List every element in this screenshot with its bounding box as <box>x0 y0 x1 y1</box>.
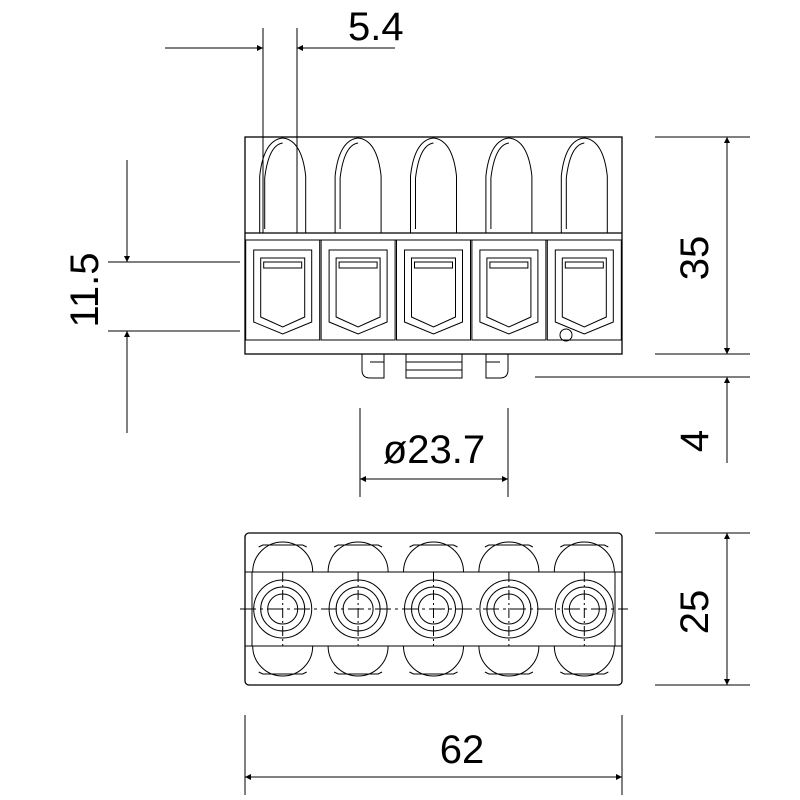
module-window-inner <box>561 257 607 328</box>
module-window-ridge <box>263 261 303 269</box>
module-window-inner <box>260 257 306 328</box>
lever <box>410 137 457 233</box>
mounting-pin-right <box>485 354 509 379</box>
front-view-modules <box>245 137 622 341</box>
lever-arch-bottom <box>403 645 464 677</box>
module-window-inner <box>335 257 381 328</box>
module-window-inner <box>486 257 532 328</box>
module-window <box>253 249 313 335</box>
lever-tab-bottom <box>409 671 458 675</box>
module-window <box>479 249 539 335</box>
lever <box>334 137 382 233</box>
dimension-width-label: 62 <box>440 728 485 772</box>
module-window <box>404 249 463 335</box>
lever <box>259 137 307 233</box>
lever-arch-top <box>403 541 464 573</box>
module-window-inner <box>411 257 456 328</box>
lever-tab-bottom <box>258 671 307 675</box>
module-window <box>328 249 388 335</box>
lever-tab-top <box>258 544 307 548</box>
top-view <box>240 532 628 686</box>
lever-arch-bottom <box>553 645 615 677</box>
dimension-pitch-label: 5.4 <box>348 5 404 49</box>
lever-highlight <box>339 142 359 229</box>
lever-arch-bottom <box>327 645 389 677</box>
lever-tab-bottom <box>484 671 534 675</box>
top-view-modules <box>252 541 615 677</box>
lever-arch-top <box>252 541 314 573</box>
module-frame <box>471 239 547 341</box>
lever-tab-bottom <box>333 671 383 675</box>
dimension-pitch: 5.4 <box>165 5 404 233</box>
lever-highlight <box>565 142 585 229</box>
module-frame <box>245 239 321 341</box>
lever-tab-top <box>409 544 458 548</box>
lever-arch-top <box>478 541 540 573</box>
release-lever-dot <box>559 328 573 342</box>
dimension-pin-height: 4 <box>535 290 750 463</box>
dimension-total-height-label: 35 <box>673 236 717 281</box>
mounting-pin-left <box>361 354 385 379</box>
dimension-depth-label: 25 <box>673 590 717 635</box>
lever-arch-top <box>553 541 615 573</box>
front-view <box>244 136 623 379</box>
front-view-body-outline <box>244 136 623 355</box>
dimension-width: 62 <box>244 715 623 795</box>
module-window <box>554 249 614 335</box>
module-window-ridge <box>338 261 378 269</box>
lever-arch-bottom <box>252 645 314 677</box>
module-frame <box>396 239 471 341</box>
dimension-lower-height: 11.5 <box>63 160 240 433</box>
lever-tab-top <box>484 544 534 548</box>
module-frame <box>320 239 396 341</box>
module-frame <box>546 239 622 341</box>
lever-highlight <box>490 142 510 229</box>
lever-arch-top <box>327 541 389 573</box>
lever <box>485 137 533 233</box>
mounting-pin-center <box>405 353 463 379</box>
dimension-diameter-label: ø23.7 <box>383 428 485 472</box>
lever-arch-bottom <box>478 645 540 677</box>
lever-tab-top <box>560 544 609 548</box>
module-window-ridge <box>489 261 529 269</box>
dimension-pin-height-label: 4 <box>673 430 717 452</box>
lever-tab-bottom <box>560 671 609 675</box>
lever-tab-top <box>333 544 383 548</box>
lever-highlight <box>415 142 434 229</box>
dimension-diameter: ø23.7 <box>359 408 509 497</box>
dimension-total-height: 35 <box>655 136 750 355</box>
lever <box>560 137 608 233</box>
dimension-lower-height-label: 11.5 <box>63 253 107 328</box>
module-window-ridge <box>414 261 453 269</box>
mounting-pins <box>361 353 509 379</box>
dimension-depth: 25 <box>655 532 750 686</box>
module-window-ridge <box>564 261 604 269</box>
lever-highlight <box>264 142 283 229</box>
